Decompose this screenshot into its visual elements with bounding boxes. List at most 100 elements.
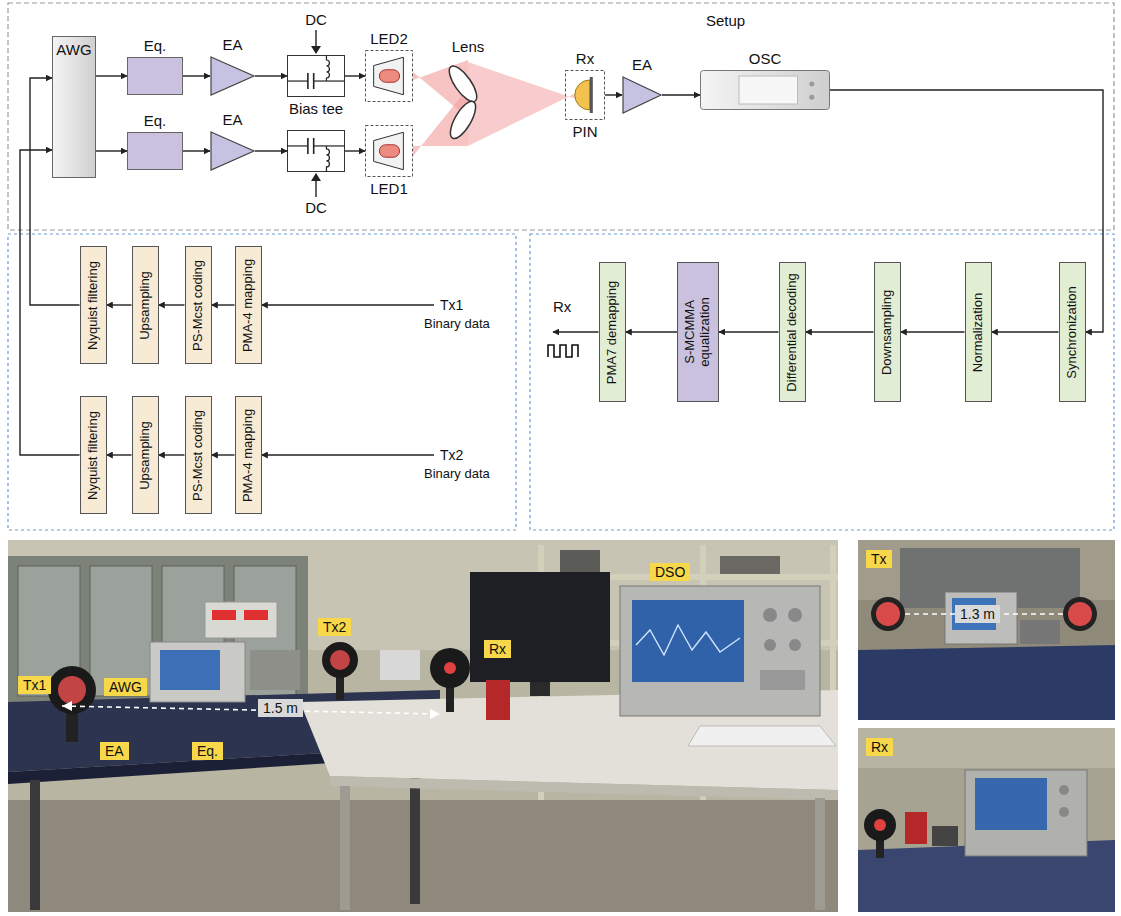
photo-tag: EA [100,742,129,760]
photo-tag: Tx2 [318,618,351,636]
photo-tag: Tx [866,550,892,568]
node-shape [287,55,345,97]
component-lens: Lens [443,58,493,144]
process-box: Differential decoding [779,262,806,402]
component-led: LED1 [365,125,413,177]
photo-tag: 1.5 m [258,699,303,717]
component-label: EA [222,36,242,53]
rx-photo [858,728,1115,912]
component-pin: RxPIN [565,70,605,120]
process-box: PS-Mcst coding [185,246,212,364]
component-label: Lens [452,38,485,55]
signal-arrow [212,454,235,455]
signal-arrow [719,331,779,332]
node-shape [127,132,183,170]
signal-arrow [96,150,127,151]
signal-arrow [255,75,287,76]
component-label: Bias tee [289,100,343,117]
component-label: EA [222,111,242,128]
light-beam [468,62,576,146]
box-label: Upsampling [138,401,153,509]
component-awg: AWG [52,36,96,178]
component-label: Eq. [144,112,167,129]
component-biasT: DCBias tee [287,55,345,97]
lab-photo [8,540,838,912]
process-box: Synchronization [1059,262,1086,402]
component-label: PIN [572,123,597,140]
box-label: PMA7 demapping [605,267,620,397]
box-label: PMA-4 mapping [241,401,256,509]
process-box: Upsampling [132,246,159,364]
signal-arrow [662,94,700,95]
process-box: Downsampling [874,262,901,402]
signal-arrow [345,75,365,76]
signal-arrow [159,454,185,455]
box-label: Upsampling [138,251,153,359]
node-shape [287,130,345,172]
annotation-label: Setup [706,12,745,29]
component-eq: Eq. [127,57,183,95]
process-box: Normalization [965,262,992,402]
square-wave-symbol [548,345,578,357]
setup-region [8,3,1114,230]
signal-arrow [626,331,678,332]
process-box: Nyquist filtering [80,396,107,514]
signal-arrow [992,331,1059,332]
component-label: LED1 [370,180,408,197]
component-label: Rx [576,50,594,67]
photo-tag: Tx1 [18,676,51,694]
photo-tag: AWG [104,678,147,696]
signal-arrow [901,331,965,332]
component-tri: EA [210,56,255,96]
process-box: S-MCMMA equalization [677,262,719,402]
node-shape [127,57,183,95]
component-led: LED2 [365,50,413,102]
box-label: Normalization [971,267,986,397]
component-label: DC [305,11,327,28]
node-shape [210,131,255,171]
process-box: Nyquist filtering [80,246,107,364]
signal-arrow [255,150,287,151]
signal-arrow [159,304,185,305]
signal-arrow [345,150,365,151]
photo-tag: Rx [484,640,511,658]
signal-arrow [605,94,622,95]
component-label: LED2 [370,30,408,47]
process-box: Upsampling [132,396,159,514]
node-shape [365,50,413,102]
node-shape [565,70,605,120]
component-osc: OSC [700,70,830,110]
process-box: PS-Mcst coding [185,396,212,514]
photo-tag: DSO [650,563,690,581]
component-label: OSC [749,50,782,67]
box-label: Differential decoding [785,267,800,397]
box-label: S-MCMMA equalization [683,267,713,397]
box-label: PS-Mcst coding [191,401,206,509]
component-label: EA [632,56,652,73]
rx-dsp-region [530,234,1114,530]
component-label: AWG [56,41,91,58]
component-label: Eq. [144,37,167,54]
box-label: Downsampling [880,267,895,397]
annotation-label: Binary data [424,467,490,482]
component-label: DC [305,199,327,216]
photo-tag: Eq. [192,742,223,760]
signal-arrow [107,304,132,305]
component-eq: Eq. [127,132,183,170]
box-label: PS-Mcst coding [191,251,206,359]
component-tri: EA [210,131,255,171]
node-shape [700,70,830,110]
signal-arrow [183,75,210,76]
tx-dsp-region [8,234,516,530]
photo-tag: 1.3 m [955,605,1000,623]
signal-arrow [96,75,127,76]
process-box: PMA7 demapping [599,262,626,402]
signal-arrow [212,304,235,305]
node-shape [622,76,662,114]
data-arrow [262,304,435,305]
data-arrow [262,454,435,455]
component-biasB: DC [287,130,345,172]
signal-arrow [107,454,132,455]
box-label: Nyquist filtering [86,251,101,359]
